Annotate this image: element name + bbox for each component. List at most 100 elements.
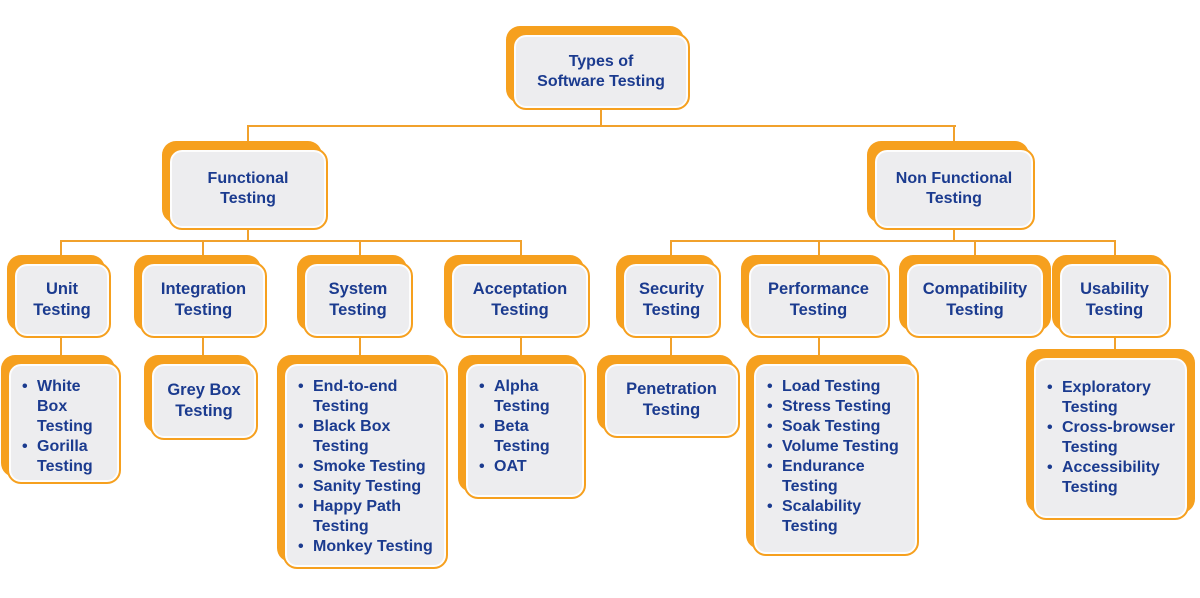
list-item-label: Cross-browser Testing [1062,419,1175,456]
node-label: Security Testing [638,280,705,319]
node-acceptation-testing: Acceptation Testing [450,262,590,338]
list-item-label: Exploratory Testing [1062,379,1151,416]
list-item: Smoke Testing [298,457,438,477]
connector-line [60,240,522,242]
node-label: Penetration Testing [626,380,717,419]
connector-line [247,228,249,242]
leaf-usability-testing-types: Exploratory Testing Cross-browser Testin… [1032,356,1189,520]
bullet-marker [767,397,782,417]
connector-line [60,240,62,268]
leaf-unit-testing-types: White Box Testing Gorilla Testing [7,362,121,484]
list-item-label: Smoke Testing [313,458,426,475]
bullet-marker [767,377,782,397]
node-label: Acceptation Testing [472,280,568,319]
bullet-marker [298,457,313,477]
list-item: Soak Testing [767,417,909,437]
list-item: Alpha Testing [479,377,576,417]
bullet-marker [1047,458,1062,498]
bullet-marker [22,377,37,437]
bullet-marker [767,497,782,537]
node-functional-testing: Functional Testing [168,148,328,230]
list-item: Happy Path Testing [298,497,438,537]
node-label: Compatibility Testing [922,280,1028,319]
connector-line [202,336,204,366]
bullet-marker [298,417,313,457]
list-item: Stress Testing [767,397,909,417]
leaf-list: End-to-end Testing Black Box Testing Smo… [298,377,438,557]
connector-line [520,336,522,366]
node-types-of-software-testing: Types of Software Testing [512,33,690,110]
connector-line [60,336,62,366]
connector-line [818,336,820,366]
connector-line [670,240,672,268]
leaf-penetration-testing: Penetration Testing [603,362,740,438]
connector-line [953,228,955,242]
list-item: White Box Testing [22,377,111,437]
connector-line [670,240,1115,242]
connector-line [670,336,672,366]
node-label: Non Functional Testing [895,170,1013,207]
connector-line [600,110,602,127]
bullet-marker [22,437,37,477]
bullet-marker [767,457,782,497]
list-item-label: Sanity Testing [313,478,422,495]
list-item-label: White Box Testing [37,378,93,435]
leaf-list: Alpha Testing Beta Testing OAT [479,377,576,477]
connector-line [974,240,976,268]
list-item: Monkey Testing [298,537,438,557]
node-label: Performance Testing [768,280,869,319]
list-item: Accessibility Testing [1047,458,1179,498]
node-label: Grey Box Testing [167,381,241,420]
list-item-label: Happy Path Testing [313,498,402,535]
list-item: Scalability Testing [767,497,909,537]
node-unit-testing: Unit Testing [13,262,111,338]
list-item: Volume Testing [767,437,909,457]
node-label: Types of Software Testing [537,52,665,90]
node-label: Functional Testing [207,170,289,207]
list-item-label: Scalability Testing [782,498,862,535]
leaf-list: White Box Testing Gorilla Testing [22,377,111,477]
list-item: Load Testing [767,377,909,397]
list-item: Gorilla Testing [22,437,111,477]
connector-line [202,240,204,268]
connector-line [359,240,361,268]
node-label: System Testing [328,280,388,319]
list-item: Sanity Testing [298,477,438,497]
list-item-label: OAT [494,458,527,475]
bullet-marker [298,477,313,497]
bullet-marker [298,497,313,537]
bullet-marker [298,537,313,557]
node-non-functional-testing: Non Functional Testing [873,148,1035,230]
bullet-marker [767,417,782,437]
leaf-performance-testing-types: Load Testing Stress Testing Soak Testing… [752,362,919,556]
list-item-label: Alpha Testing [494,378,550,415]
bullet-marker [767,437,782,457]
list-item-label: Black Box Testing [313,418,391,455]
list-item-label: Volume Testing [782,438,899,455]
node-system-testing: System Testing [303,262,413,338]
list-item-label: Load Testing [782,378,881,395]
list-item-label: Gorilla Testing [37,438,93,475]
node-label: Usability Testing [1080,280,1149,319]
list-item-label: Stress Testing [782,398,892,415]
connector-line [953,125,955,150]
leaf-grey-box-testing: Grey Box Testing [150,362,258,440]
node-label: Integration Testing [160,280,247,319]
node-integration-testing: Integration Testing [140,262,267,338]
bullet-marker [1047,378,1062,418]
bullet-marker [1047,418,1062,458]
connector-line [520,240,522,268]
leaf-acceptation-testing-types: Alpha Testing Beta Testing OAT [464,362,586,499]
list-item: Beta Testing [479,417,576,457]
connector-line [1114,332,1116,360]
list-item: Cross-browser Testing [1047,418,1179,458]
node-label: Unit Testing [33,280,91,319]
node-performance-testing: Performance Testing [747,262,890,338]
list-item-label: End-to-end Testing [313,378,398,415]
connector-line [247,125,956,127]
bullet-marker [479,417,494,457]
connector-line [1114,240,1116,268]
list-item: End-to-end Testing [298,377,438,417]
leaf-system-testing-types: End-to-end Testing Black Box Testing Smo… [283,362,448,569]
